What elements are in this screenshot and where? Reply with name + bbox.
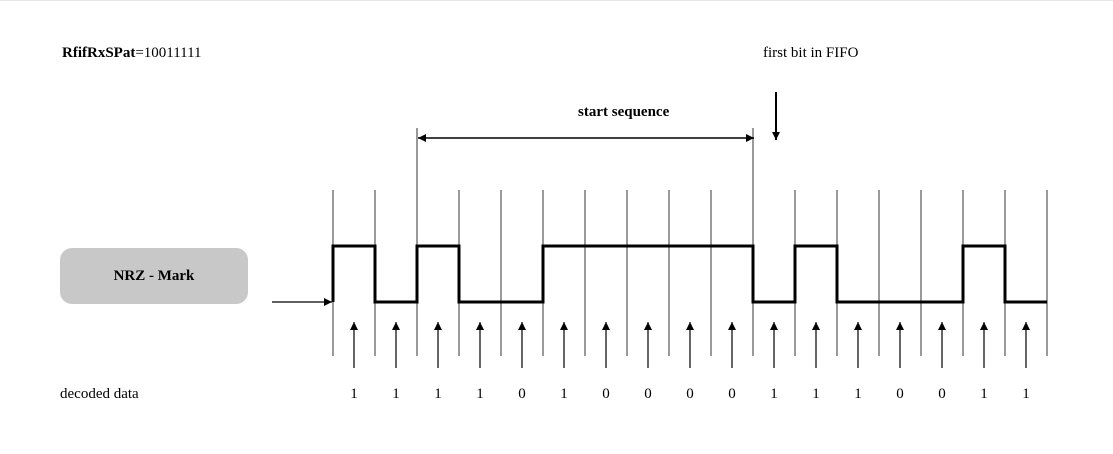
nrz-waveform xyxy=(331,244,1047,304)
sample-arrows xyxy=(350,322,1030,368)
register-pattern-label: RfifRxSPat=10011111 xyxy=(62,45,202,62)
register-name: RfifRxSPat xyxy=(62,45,136,61)
start-sequence-label: start sequence xyxy=(578,104,670,120)
decoded-bit: 0 xyxy=(644,386,652,402)
decoded-bit: 1 xyxy=(350,386,358,402)
bit-boundary-lines xyxy=(332,128,1048,356)
decoded-bit: 1 xyxy=(1022,386,1030,402)
decoded-bit: 1 xyxy=(770,386,778,402)
decoded-bit: 1 xyxy=(476,386,484,402)
decoded-bit: 0 xyxy=(896,386,904,402)
decoded-bit: 0 xyxy=(602,386,610,402)
decoded-bit: 1 xyxy=(812,386,820,402)
decoded-bit: 1 xyxy=(980,386,988,402)
first-bit-label: first bit in FIFO xyxy=(763,45,859,61)
top-border xyxy=(0,0,1113,1)
decoded-bit: 0 xyxy=(728,386,736,402)
decoded-bit: 1 xyxy=(854,386,862,402)
decoded-bit: 0 xyxy=(518,386,526,402)
decoded-bit: 1 xyxy=(560,386,568,402)
decoded-bit: 1 xyxy=(392,386,400,402)
decoded-bit: 1 xyxy=(434,386,442,402)
decoded-data-label: decoded data xyxy=(60,386,139,402)
register-value: =10011111 xyxy=(135,45,202,61)
decoded-bit: 0 xyxy=(686,386,694,402)
decoded-bit: 0 xyxy=(938,386,946,402)
signal-waveform xyxy=(331,244,1047,304)
encoding-badge: NRZ - Mark xyxy=(60,248,248,304)
